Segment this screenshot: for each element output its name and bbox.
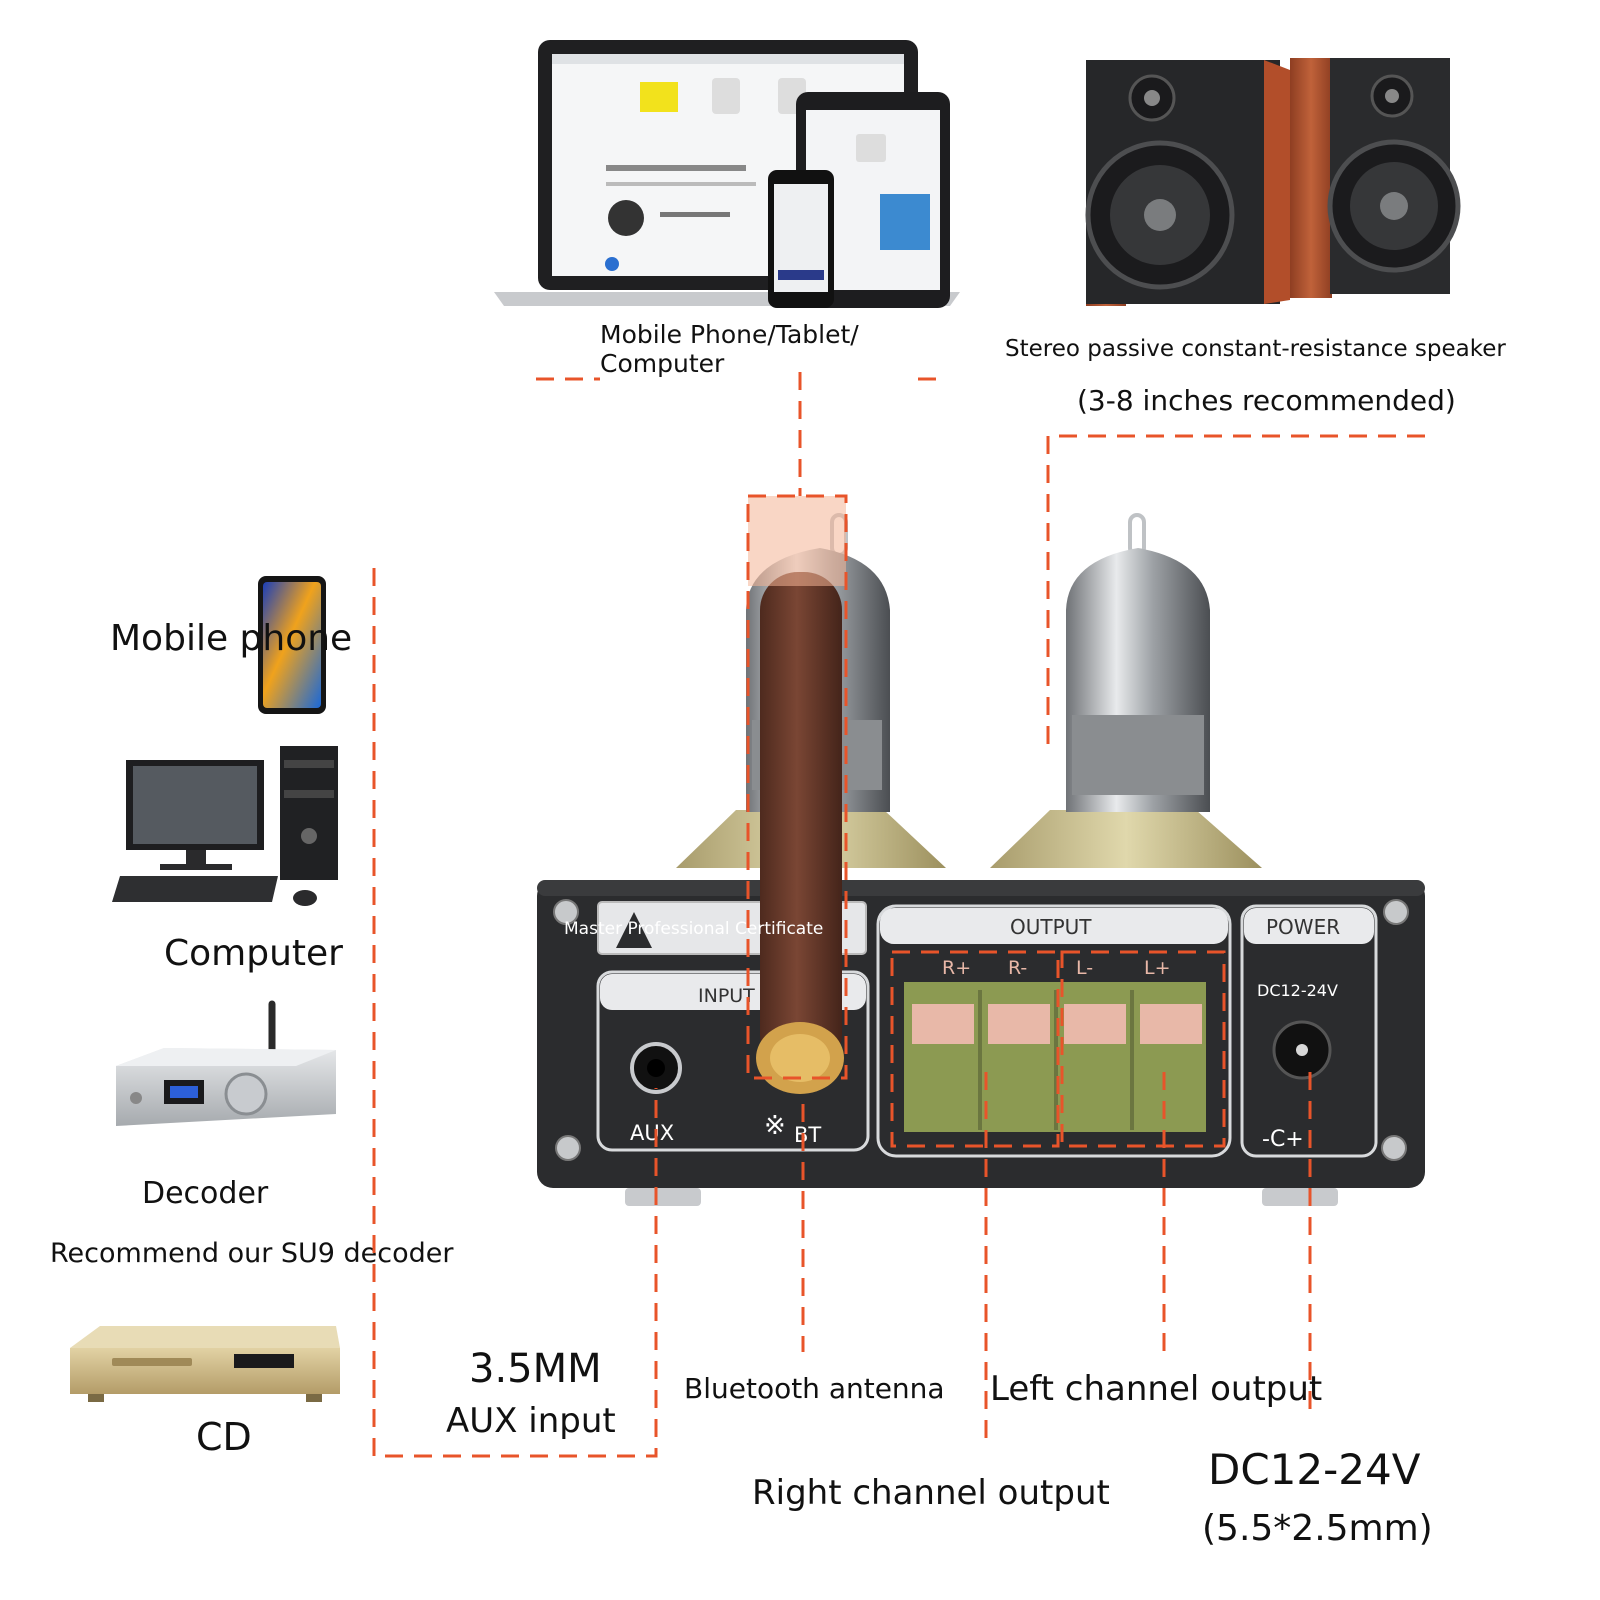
power-rating-label: DC12-24V (1257, 981, 1338, 1000)
decoder-label: Decoder (142, 1176, 269, 1211)
speaker-label: Stereo passive constant-resistance speak… (1005, 336, 1506, 362)
certificate-text: Master Professional Certificate (564, 919, 823, 939)
polarity-symbol: -C+ (1262, 1127, 1304, 1152)
laptop-tablet-phone-image (494, 40, 960, 308)
bt-port-label: BT (794, 1123, 821, 1147)
speakers-image (1085, 58, 1461, 306)
output-panel-title: OUTPUT (1010, 915, 1092, 939)
cd-player-image (70, 1326, 340, 1402)
decoder-image (116, 1000, 336, 1126)
terminal-label: L- (1076, 957, 1093, 979)
tube-amplifier-image (537, 513, 1425, 1206)
terminal-label: R- (1008, 957, 1027, 979)
terminal-label: R+ (942, 957, 971, 979)
dc-plug-size-label: (5.5*2.5mm) (1202, 1508, 1433, 1549)
devices-label-line2: Computer (600, 349, 725, 378)
computer-label: Computer (164, 933, 343, 974)
power-panel-title: POWER (1266, 915, 1340, 939)
mobile-phone-label: Mobile phone (110, 618, 352, 659)
dc-rating-label: DC12-24V (1208, 1445, 1421, 1494)
computer-image (112, 746, 338, 906)
cd-label: CD (196, 1415, 252, 1459)
decoder-note: Recommend our SU9 decoder (50, 1238, 454, 1269)
terminal-label: L+ (1144, 957, 1171, 979)
aux-input-label: AUX input (446, 1401, 616, 1441)
bluetooth-antenna-label: Bluetooth antenna (684, 1372, 945, 1405)
aux-input-size-label: 3.5MM (469, 1346, 602, 1392)
speaker-note: (3-8 inches recommended) (1077, 384, 1456, 417)
input-panel-title: INPUT (698, 985, 755, 1007)
left-channel-label: Left channel output (990, 1369, 1322, 1409)
right-channel-label: Right channel output (752, 1473, 1110, 1513)
bluetooth-icon: ※ (764, 1111, 786, 1141)
connection-lines (372, 372, 1436, 1458)
aux-port-label: AUX (630, 1121, 674, 1145)
mobile-phone-image (258, 576, 326, 714)
devices-label-line1: Mobile Phone/Tablet/ (600, 320, 859, 349)
